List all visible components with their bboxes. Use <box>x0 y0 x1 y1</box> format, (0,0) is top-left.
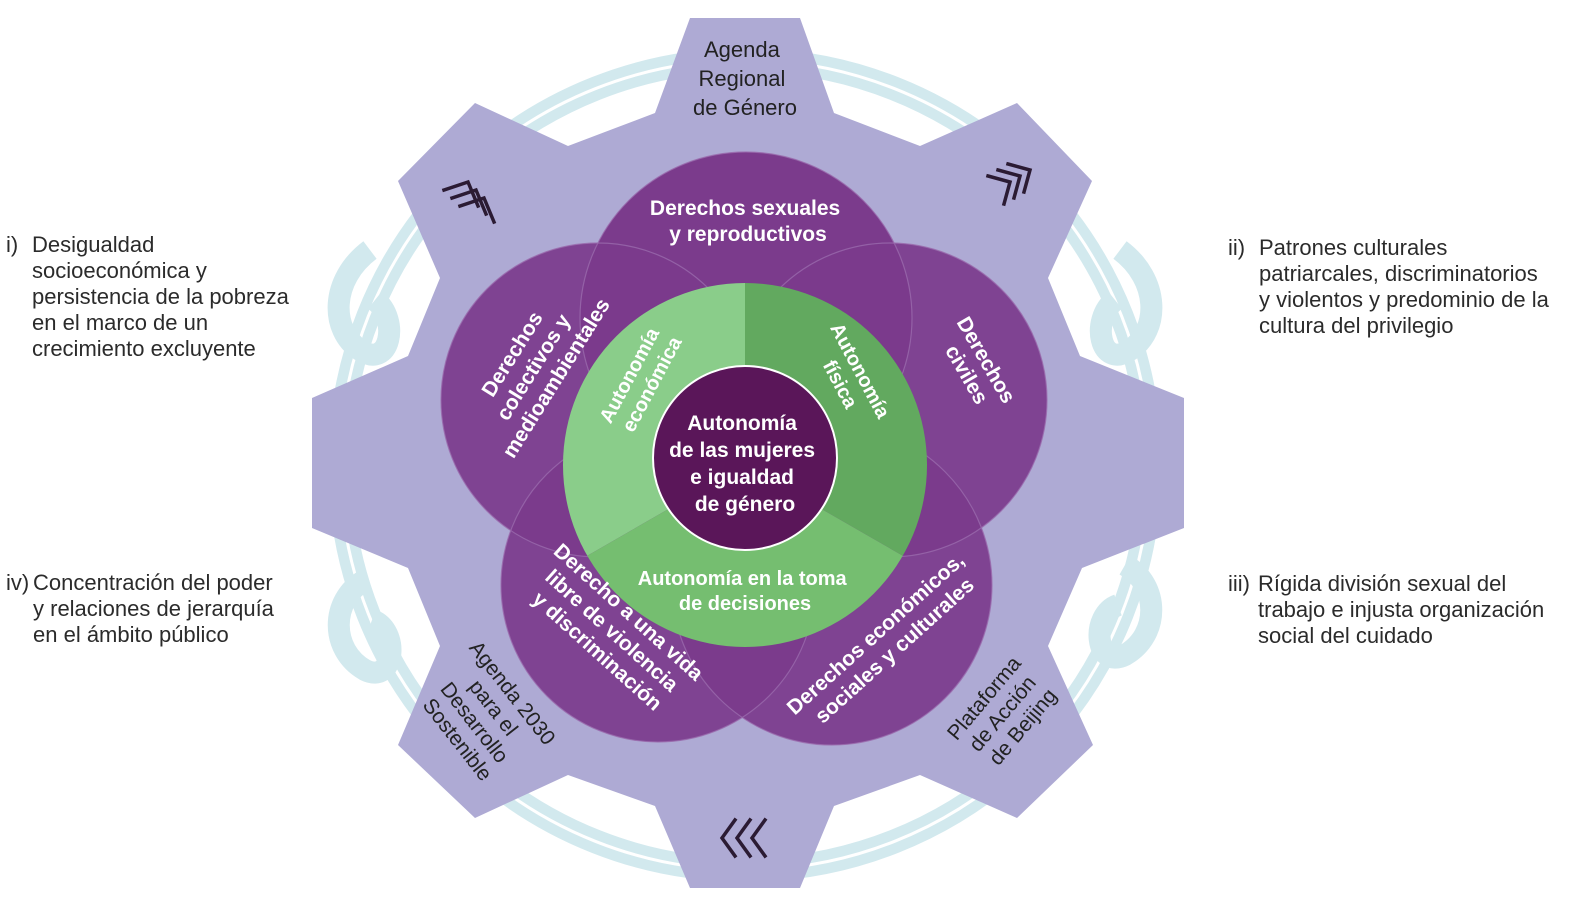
center-title: Autonomía de las mujeres e igualdad de g… <box>669 412 821 516</box>
chevrons-top-right-icon <box>985 161 1033 207</box>
challenge-iv-text: Concentración del poder y relaciones de … <box>33 570 274 647</box>
challenge-iii-number: iii) <box>1228 571 1250 596</box>
center-line-2: de las mujeres <box>669 439 815 462</box>
autonomy-decisiones-label: Autonomía en la toma de decisiones <box>638 568 852 615</box>
center-line-3: e igualdad <box>690 466 794 489</box>
ring-knot-right-bottom <box>1088 555 1163 669</box>
center-line-1: Autonomía <box>687 412 797 435</box>
challenge-iv: iv) Concentración del poder y relaciones… <box>6 570 306 654</box>
challenge-ii-text: Patrones culturales patriarcales, discri… <box>1259 235 1549 338</box>
ring-knot-left-top <box>327 241 401 366</box>
challenge-iii: iii) Rígida división sexual del trabajo … <box>1228 571 1558 655</box>
challenge-i: i) Desigualdad socioeconómica y persiste… <box>6 232 306 372</box>
challenge-ii-number: ii) <box>1228 235 1246 260</box>
rights-sexuales-label: Derechos sexuales y reproductivos <box>650 197 846 246</box>
ring-knot-right-top <box>1089 241 1163 366</box>
challenge-iii-text: Rígida división sexual del trabajo e inj… <box>1258 571 1545 648</box>
chevrons-bottom-icon <box>719 817 768 859</box>
chevrons-top-left-icon <box>441 179 497 225</box>
challenge-ii: ii) Patrones culturales patriarcales, di… <box>1228 235 1558 345</box>
agenda-regional-label: Agenda Regional de Género <box>693 37 797 120</box>
challenge-iv-number: iv) <box>6 570 30 595</box>
center-line-4: de género <box>695 493 795 516</box>
ring-knot-left-bottom <box>327 570 402 684</box>
challenge-i-text: Desigualdad socioeconómica y persistenci… <box>32 232 289 361</box>
challenge-i-number: i) <box>6 232 19 257</box>
center-circle <box>652 365 838 551</box>
